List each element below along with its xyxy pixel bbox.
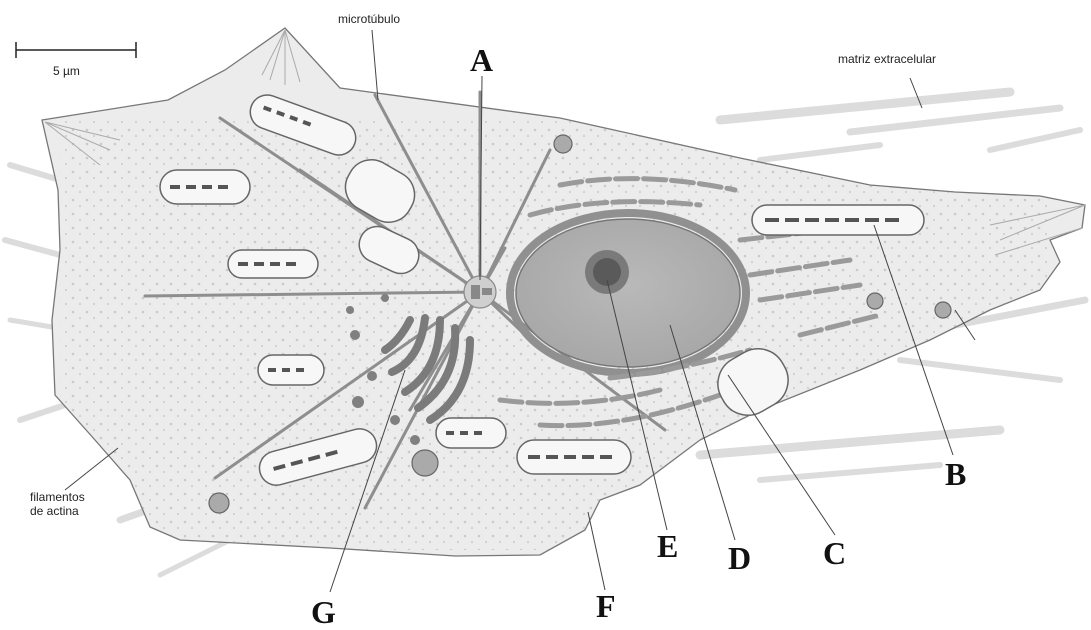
label-actin-line1: filamentos [30, 490, 85, 504]
centrosome [464, 276, 496, 308]
letter-c: C [823, 537, 846, 569]
letter-a: A [470, 44, 493, 76]
letter-b: B [945, 458, 966, 490]
letter-f: F [596, 590, 616, 622]
label-extracellular-matrix: matriz extracelular [838, 52, 936, 66]
nucleus [510, 213, 746, 373]
scale-bar [16, 42, 136, 58]
scale-bar-label: 5 µm [53, 64, 80, 78]
label-actin-line2: de actina [30, 504, 85, 518]
letter-d: D [728, 542, 751, 574]
letter-e: E [657, 530, 678, 562]
letter-g: G [311, 596, 336, 628]
label-microtubule: microtúbulo [338, 12, 400, 26]
label-actin-filaments: filamentos de actina [30, 490, 85, 518]
